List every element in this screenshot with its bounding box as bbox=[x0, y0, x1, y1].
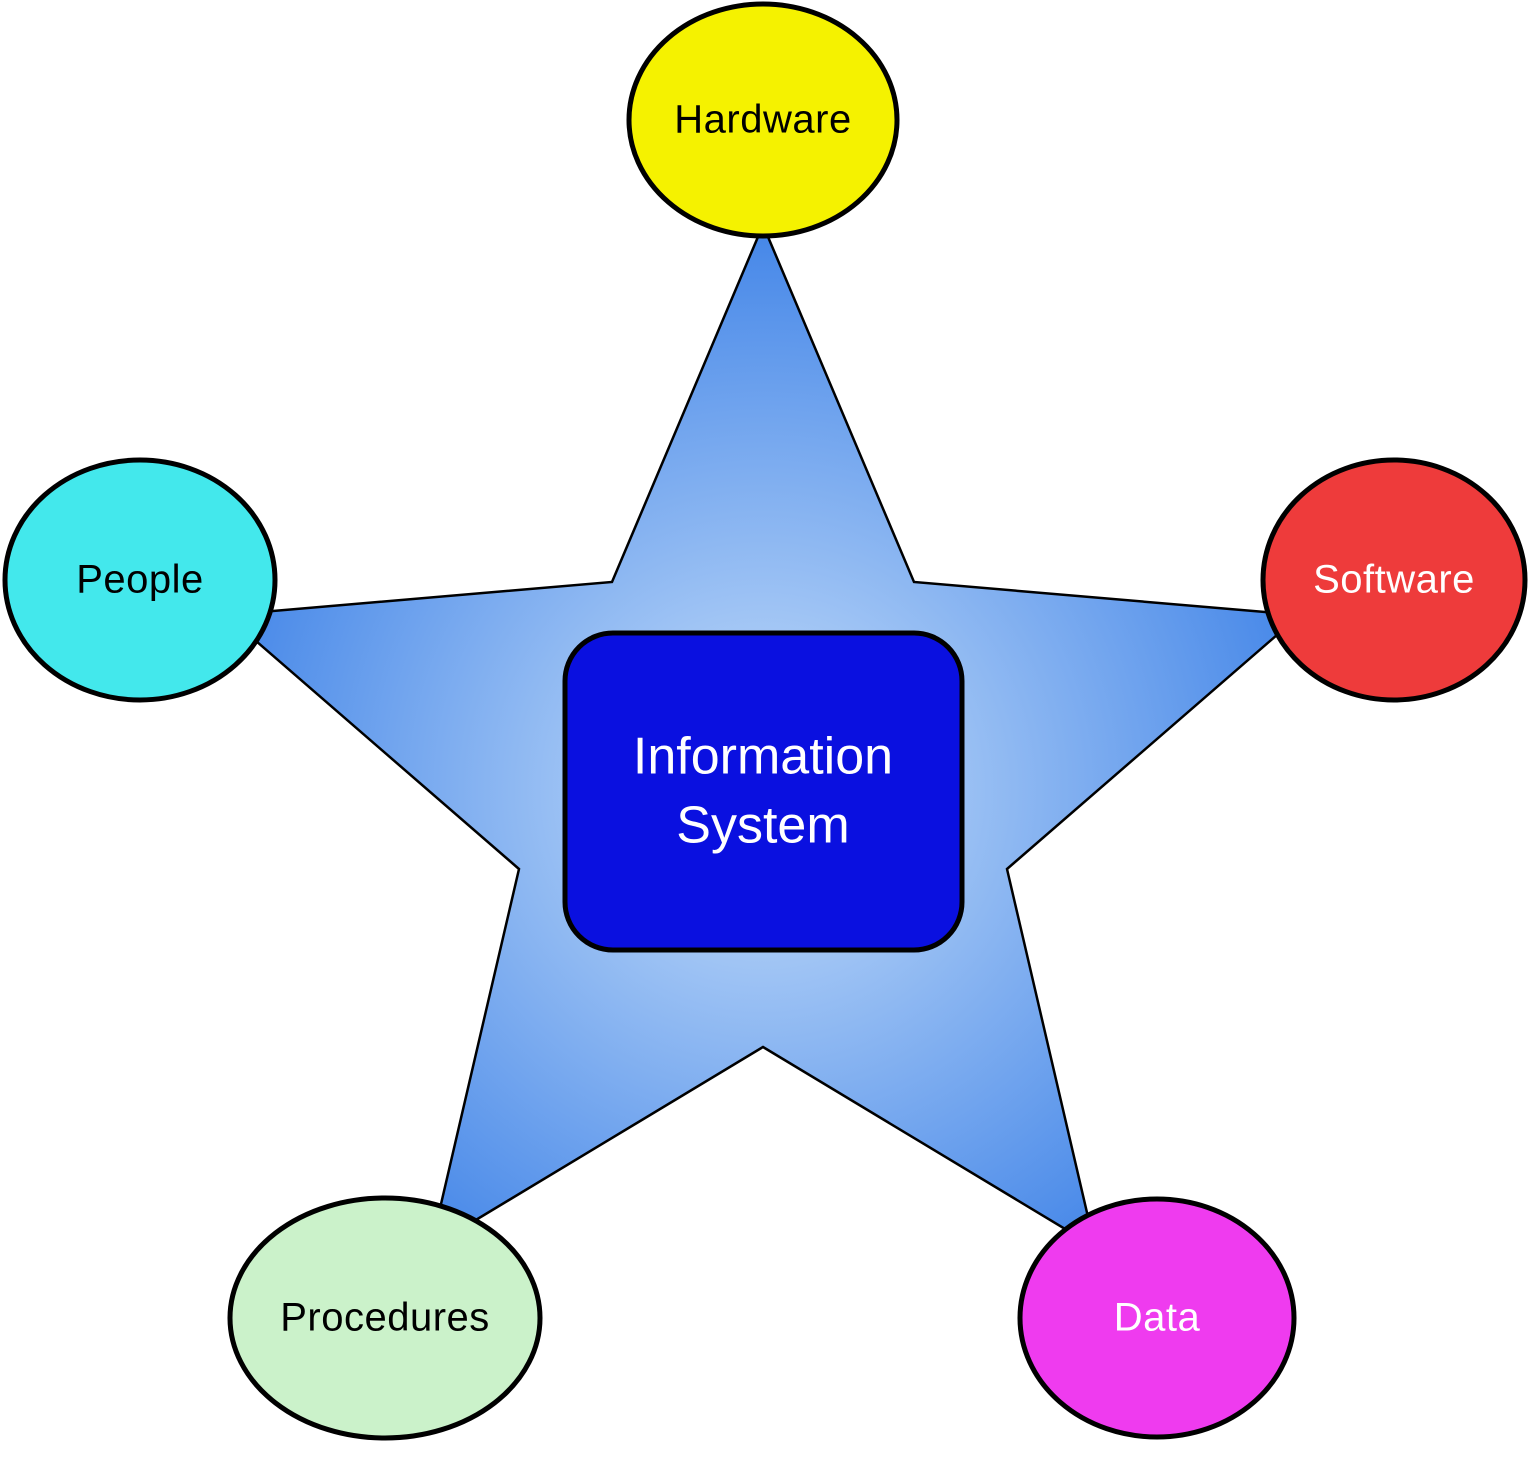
node-ellipse-procedures bbox=[227, 1195, 543, 1441]
node-label-procedures: Procedures bbox=[280, 1295, 490, 1340]
node-ellipse-data bbox=[1017, 1196, 1297, 1440]
node-ellipse-software bbox=[1260, 457, 1528, 703]
node-ellipse-people bbox=[2, 457, 278, 703]
center-box-label-line2: System bbox=[676, 796, 850, 854]
node-label-data: Data bbox=[1113, 1295, 1201, 1340]
node-ellipse-hardware bbox=[626, 1, 900, 239]
center-box-label: Information System bbox=[633, 722, 893, 859]
node-label-people: People bbox=[76, 557, 204, 602]
center-box-label-line1: Information bbox=[632, 727, 894, 786]
node-label-software: Software bbox=[1313, 557, 1475, 602]
center-box bbox=[562, 630, 965, 953]
node-label-hardware: Hardware bbox=[674, 97, 852, 142]
